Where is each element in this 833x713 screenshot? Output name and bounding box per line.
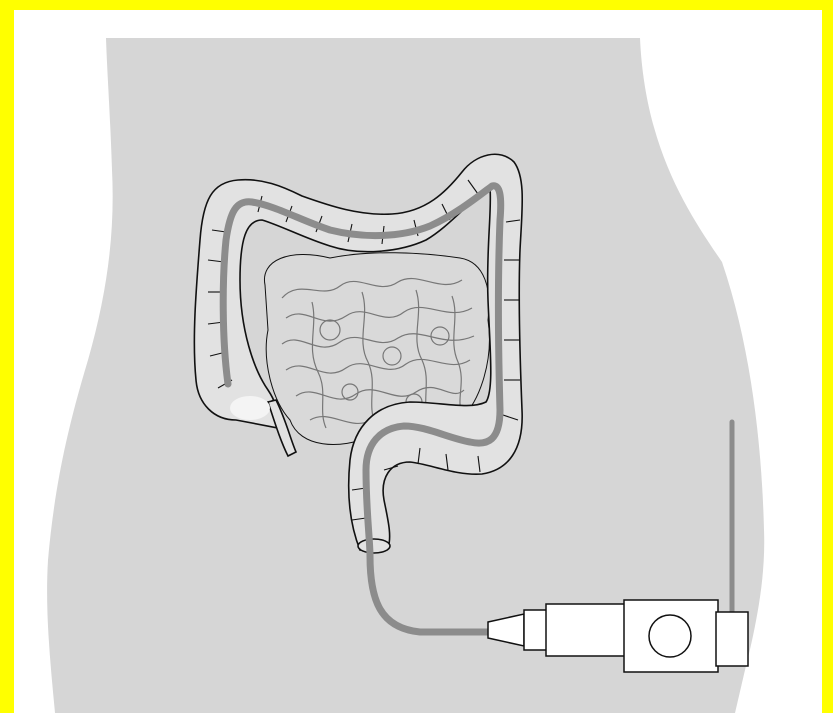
- colonoscopy-diagram: [0, 0, 833, 713]
